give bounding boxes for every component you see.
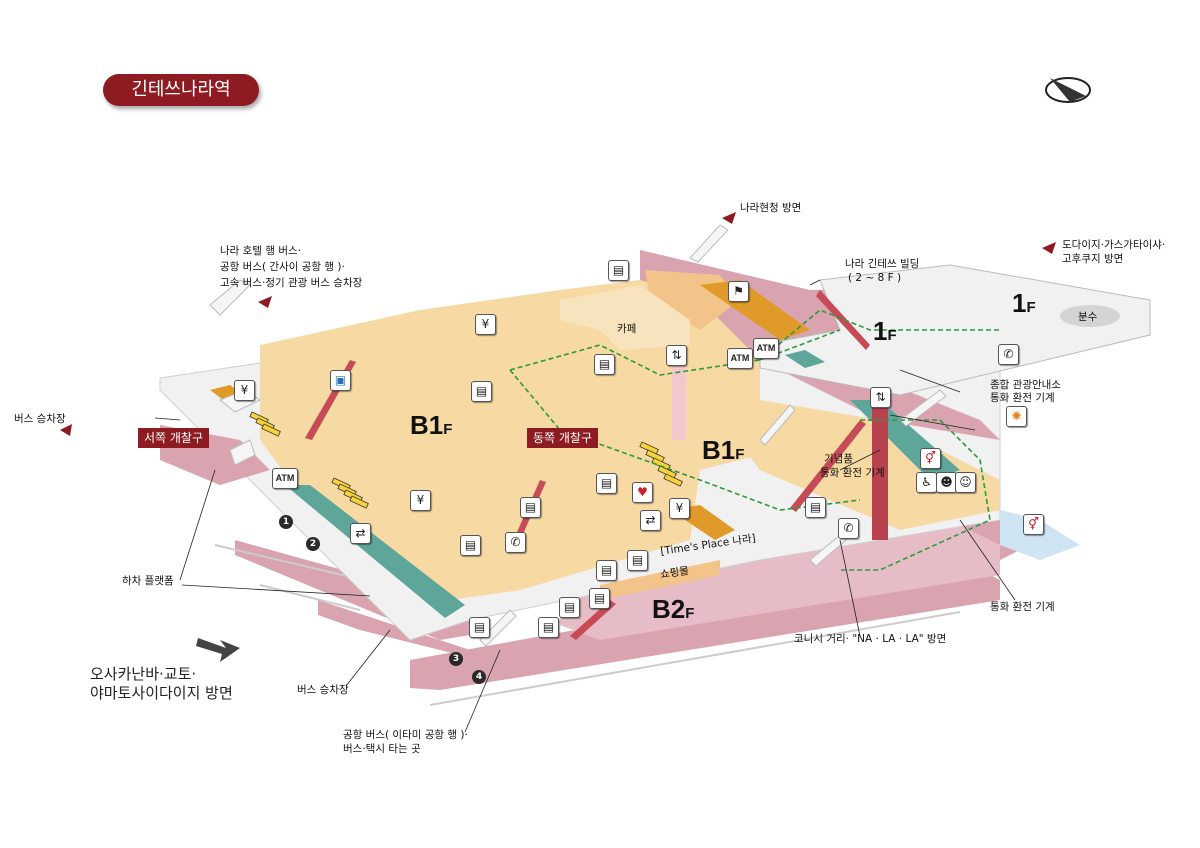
- phone-icon[interactable]: ✆: [838, 518, 859, 539]
- locker-icon[interactable]: ▤: [559, 597, 580, 618]
- atm-icon[interactable]: ATM: [272, 468, 298, 489]
- platform-number-1: 1: [279, 515, 293, 529]
- elevator-icon[interactable]: ⇅: [666, 345, 687, 366]
- platform-number-4: 4: [472, 670, 486, 684]
- shop-orange-4: [600, 560, 720, 600]
- leader-lines: [154, 279, 1016, 733]
- west-gate-label: 서쪽 개찰구: [138, 428, 210, 448]
- label-tourist-info-1: 종합 관광안내소: [990, 379, 1061, 391]
- yen-icon[interactable]: ¥: [475, 314, 496, 335]
- locker-icon[interactable]: ▤: [589, 588, 610, 609]
- floor-label-1f-b: 1F: [1012, 288, 1036, 318]
- floor-label-b1-east: B1F: [702, 435, 745, 465]
- toilet-icon[interactable]: ⚥: [1023, 514, 1044, 535]
- phone-icon[interactable]: ✆: [998, 344, 1019, 365]
- label-currency: 통화 환전 기계: [990, 601, 1055, 613]
- osaka-arrow-icon: [196, 638, 240, 662]
- elevator-shaft-main: [872, 395, 888, 540]
- wheelchair-icon[interactable]: ♿: [916, 472, 937, 493]
- person-icon[interactable]: ☻: [936, 472, 957, 493]
- label-souvenir-1: 기념품: [824, 453, 853, 465]
- label-osaka-2: 야마토사이다이지 방면: [90, 684, 233, 702]
- floor-label-1f-a: 1F: [873, 316, 897, 346]
- label-nara-hotel-2: 공항 버스( 간사이 공항 행 )·: [220, 261, 345, 273]
- locker-icon[interactable]: ▤: [805, 497, 826, 518]
- stairs: [209, 224, 947, 647]
- platform-number-2: 2: [306, 537, 320, 551]
- label-fountain: 분수: [1078, 311, 1098, 323]
- locker-icon[interactable]: ▤: [469, 617, 490, 638]
- locker-icon[interactable]: ▤: [460, 535, 481, 556]
- elevator-shaft-cafe: [672, 360, 686, 440]
- compass-icon: [1045, 77, 1091, 103]
- family-icon[interactable]: ☺: [955, 472, 976, 493]
- yen-icon[interactable]: ¥: [234, 380, 255, 401]
- label-prefecture: 나라현청 방면: [740, 202, 802, 214]
- luggage-icon[interactable]: ▣: [330, 370, 351, 391]
- b1-concourse: [260, 280, 760, 600]
- toilet-area-blue: [1000, 510, 1080, 560]
- east-gate-label: 동쪽 개찰구: [527, 428, 599, 448]
- locker-icon[interactable]: ▤: [594, 354, 615, 375]
- station-title: 긴테쓰나라역: [103, 74, 259, 106]
- locker-icon[interactable]: ▤: [608, 260, 629, 281]
- flag-icon[interactable]: ⚑: [728, 281, 749, 302]
- floor-label-b2: B2F: [652, 594, 695, 624]
- floor-label-b1-west: B1F: [410, 410, 453, 440]
- label-souvenir-2: 통화 환전 기계: [820, 467, 885, 479]
- ticket-gates: [249, 411, 683, 509]
- locker-icon[interactable]: ▤: [520, 497, 541, 518]
- locker-icon[interactable]: ▤: [596, 473, 617, 494]
- heart-icon[interactable]: ♥: [632, 482, 653, 503]
- yen-icon[interactable]: ¥: [410, 490, 431, 511]
- label-osaka-1: 오사카난바·교토·: [90, 665, 197, 683]
- label-itami-2: 버스·택시 타는 곳: [343, 743, 421, 755]
- direction-arrows: [60, 212, 1056, 436]
- atm-icon[interactable]: ATM: [727, 348, 753, 369]
- label-cafe: 카페: [617, 323, 637, 335]
- cafe-area: [560, 285, 690, 350]
- elevator-icon[interactable]: ⇅: [870, 387, 891, 408]
- label-itami-1: 공항 버스( 이타미 공항 행 )·: [343, 729, 468, 741]
- label-bus-stop-bottom: 버스 승차장: [297, 684, 349, 696]
- label-nara-hotel-1: 나라 호텔 행 버스·: [220, 245, 301, 257]
- label-konishi: 코니시 거리· "NA · LA · LA" 방면: [794, 633, 947, 645]
- label-tourist-info-2: 통화 환전 기계: [990, 392, 1055, 404]
- platform-number-3: 3: [449, 652, 463, 666]
- phone-icon[interactable]: ✆: [505, 532, 526, 553]
- shop-orange-1: [700, 280, 810, 340]
- locker-icon[interactable]: ▤: [627, 550, 648, 571]
- tourist-info-icon[interactable]: ✺: [1006, 406, 1027, 427]
- toilet-icon[interactable]: ⚥: [920, 448, 941, 469]
- platform-teal-west: [285, 485, 465, 618]
- label-kintetsu-bldg-2: ( 2 ~ 8 F ): [848, 272, 902, 284]
- fountain: [1060, 305, 1120, 327]
- ground-1f-hole: [900, 150, 960, 189]
- yen-icon[interactable]: ¥: [669, 498, 690, 519]
- label-todaiji-1: 도다이지·가스가타이샤·: [1062, 239, 1166, 251]
- locker-icon[interactable]: ▤: [471, 381, 492, 402]
- transfer-icon[interactable]: ⇄: [640, 510, 661, 531]
- atm-icon[interactable]: ATM: [753, 338, 779, 359]
- label-bus-stop-left: 버스 승차장: [14, 413, 66, 425]
- locker-icon[interactable]: ▤: [538, 617, 559, 638]
- label-dropoff: 하차 플랫폼: [122, 575, 174, 587]
- label-kintetsu-bldg-1: 나라 긴테쓰 빌딩: [845, 258, 920, 270]
- label-nara-hotel-3: 고속 버스·정기 관광 버스 승차장: [220, 277, 363, 289]
- teal-block-1f: [785, 350, 825, 368]
- label-todaiji-2: 고후쿠지 방면: [1062, 253, 1124, 265]
- transfer-icon[interactable]: ⇄: [350, 523, 371, 544]
- locker-icon[interactable]: ▤: [596, 560, 617, 581]
